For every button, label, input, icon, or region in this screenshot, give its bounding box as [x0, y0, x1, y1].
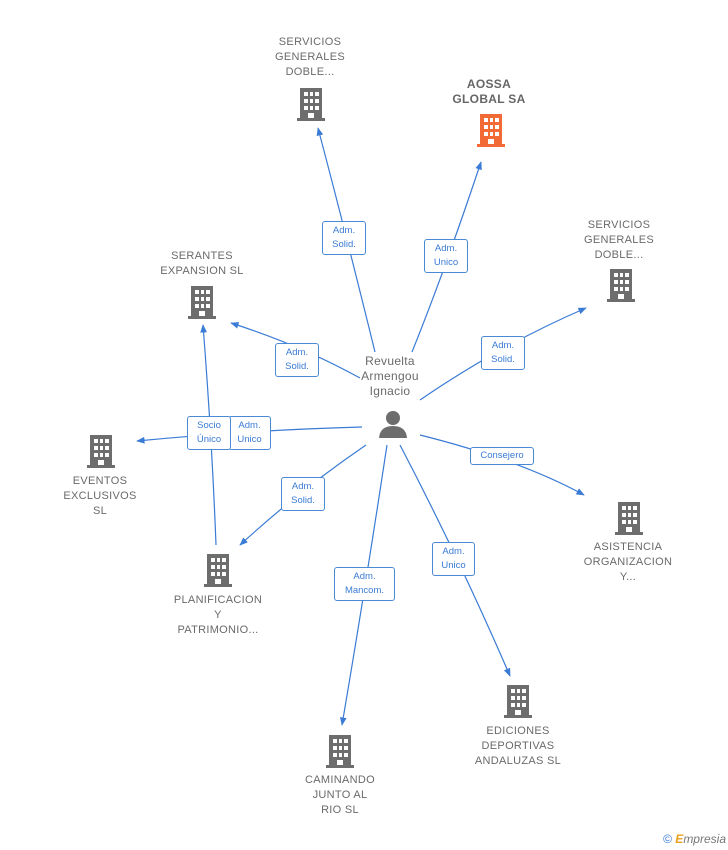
brand-logo-initial: E — [675, 832, 684, 846]
company-label-ediciones-deportivas[interactable]: EDICIONES DEPORTIVAS ANDALUZAS SL — [474, 725, 562, 767]
company-label-asistencia-organizacion[interactable]: ASISTENCIA ORGANIZACION Y... — [583, 541, 673, 583]
relation-tag: Adm. Unico — [424, 239, 468, 273]
relation-tag: Adm. Mancom. — [334, 567, 395, 601]
edge-asistencia — [419, 434, 585, 496]
company-label-eventos-exclusivos[interactable]: EVENTOS EXCLUSIVOS SL — [63, 475, 137, 517]
building-icon[interactable] — [326, 735, 354, 768]
company-label-planificacion-patrimonio[interactable]: PLANIFICACION Y PATRIMONIO... — [173, 594, 263, 636]
building-icon[interactable] — [204, 554, 232, 587]
person-icon[interactable] — [379, 411, 407, 438]
relation-tag: Consejero — [470, 447, 534, 465]
relation-tag: Socio Único — [187, 416, 231, 450]
building-icon[interactable] — [297, 88, 325, 121]
copyright-footer: © Empresia — [663, 832, 726, 846]
company-label-serantes-expansion[interactable]: SERANTES EXPANSION SL — [160, 250, 244, 277]
company-label-caminando-junto-al-rio[interactable]: CAMINANDO JUNTO AL RIO SL — [305, 774, 375, 816]
relation-tag: Adm. Unico — [228, 416, 271, 450]
company-label-aossa-global[interactable]: AOSSA GLOBAL SA — [452, 77, 526, 106]
brand-logo-text: mpresia — [683, 832, 726, 846]
relation-tag: Adm. Solid. — [275, 343, 319, 377]
building-icon[interactable] — [188, 286, 216, 319]
relation-tag: Adm. Solid. — [481, 336, 525, 370]
building-icon[interactable] — [504, 685, 532, 718]
building-icon[interactable] — [87, 435, 115, 468]
relation-tag: Adm. Unico — [432, 542, 475, 576]
relation-tag: Adm. Solid. — [322, 221, 366, 255]
copyright-symbol: © — [663, 832, 672, 846]
building-icon[interactable] — [477, 114, 505, 147]
center-person-label[interactable]: Revuelta Armengou Ignacio — [361, 354, 419, 398]
company-label-servicios-generales-doble-1[interactable]: SERVICIOS GENERALES DOBLE... — [275, 36, 345, 78]
building-icon[interactable] — [615, 502, 643, 535]
company-label-servicios-generales-doble-2[interactable]: SERVICIOS GENERALES DOBLE... — [584, 219, 654, 261]
relation-tag: Adm. Solid. — [281, 477, 325, 511]
building-icon[interactable] — [607, 269, 635, 302]
